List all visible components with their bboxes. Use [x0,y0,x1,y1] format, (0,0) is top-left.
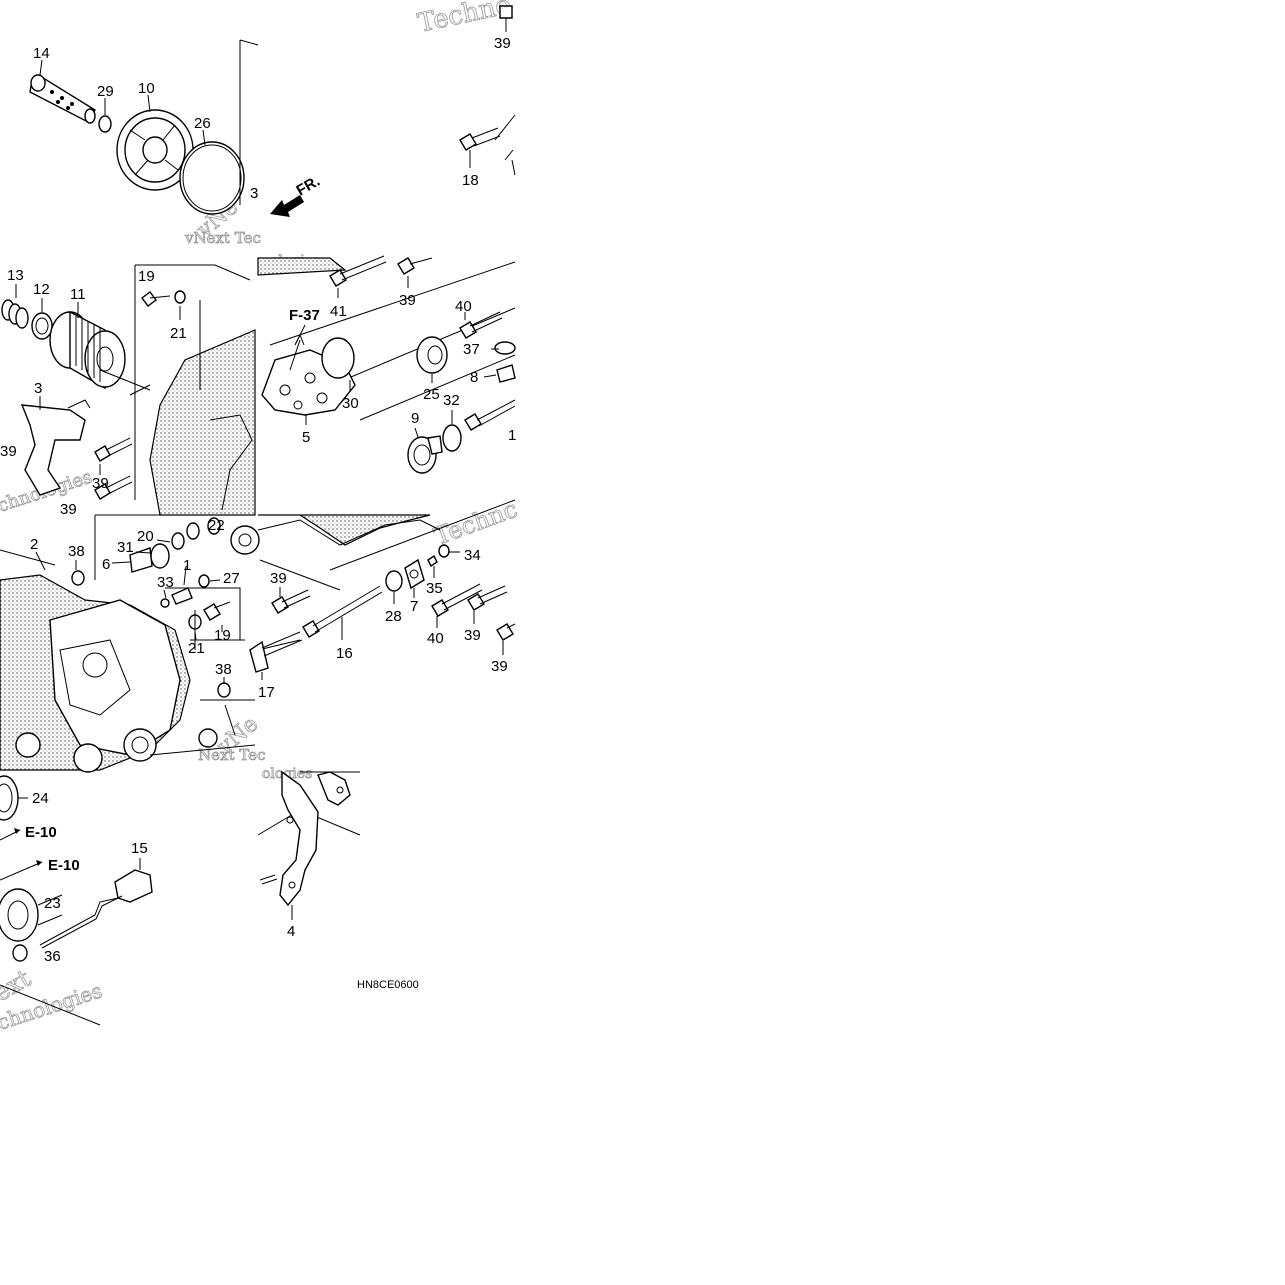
part-number-label: 39 [494,35,511,52]
part-number-label: 9 [411,410,419,427]
part-number-label: 17 [258,684,275,701]
part-number-label: 20 [137,528,154,545]
tile-lower-left: 2 38 6 31 20 22 1 33 27 21 19 38 [0,514,260,773]
part-number-label: 28 [385,608,402,625]
part-number-label: 38 [215,661,232,678]
diagram-code: HN8CE0600 [357,979,419,991]
direction-label: FR. [294,173,323,200]
part-number-label: 4 [287,923,295,940]
filter-cover-part [116,109,194,191]
watermark-text: Techno [415,0,514,39]
part-number-label: 14 [33,45,50,62]
part-number-label: 1 [508,427,516,444]
tile-mid-left: 13 12 11 19 21 3 39 39 39 [0,264,256,518]
part-number-label: 27 [223,570,240,587]
part-number-label: 24 [32,790,49,807]
tile-top-middle: 39 18 [459,5,516,189]
part-number-label: 39 [92,475,109,492]
part-number-label: 39 [270,570,287,587]
dipstick-part [39,858,153,949]
oil-filter-part [49,310,126,390]
part-number-label: 36 [44,948,61,965]
part-number-label: 41 [330,303,347,320]
front-direction-arrow: FR. [270,173,323,217]
part-number-label: 39 [399,292,416,309]
part-number-label: 39 [491,658,508,675]
part-number-label: 1 [183,557,191,574]
tile-bottom-middle: 4 HN8CE0600 [257,770,419,991]
part-number-label: 19 [214,627,231,644]
part-number-label: 11 [70,286,86,303]
watermark-text: ologies [262,766,312,782]
part-number-label: 7 [410,598,418,615]
part-number-label: 25 [423,386,440,403]
part-number-label: 3 [34,380,42,397]
part-number-label: 13 [7,267,24,284]
reference-label: E-10 [48,857,80,874]
part-number-label: 5 [302,429,310,446]
part-number-label: 2 [30,536,38,553]
part-number-label: 15 [131,840,148,857]
watermark-text: vNext Tec [184,229,261,247]
reference-label: E-10 [25,824,57,841]
part-number-label: 3 [250,185,258,202]
part-number-label: 38 [68,543,85,560]
pump-gear-part [407,435,443,474]
part-number-label: 39 [0,443,17,460]
part-number-label: 32 [443,392,460,409]
part-number-label: 40 [455,298,472,315]
tile-lower-middle: 39 16 28 7 35 34 40 39 39 17 [249,499,516,701]
part-number-label: 10 [138,80,155,97]
part-number-label: 18 [462,172,479,189]
part-number-label: 6 [102,556,110,573]
part-number-label: 40 [427,630,444,647]
part-number-label: 12 [33,281,50,298]
part-number-label: 39 [60,501,77,518]
part-number-label: 39 [464,627,481,644]
part-number-label: 33 [157,574,174,591]
tile-top-left: FR. 14 29 10 26 3 [29,39,323,217]
part-number-label: 29 [97,83,114,100]
part-number-label: 23 [44,895,61,912]
part-number-label: 21 [188,640,205,657]
stay-bracket-part [279,770,351,907]
part-number-label: 22 [208,517,225,534]
tile-mid-middle: 41 39 40 37 8 1 F-37 30 25 32 9 5 [257,255,516,474]
tile-bottom-left: 24 E-10 E-10 15 23 36 [0,775,153,1026]
washer-part [98,115,112,133]
part-number-label: 19 [138,268,155,285]
o-ring-part [179,141,245,215]
reference-label: F-37 [289,307,320,324]
strainer-screen-part [404,558,425,590]
part-number-label: 34 [464,547,481,564]
part-number-label: 31 [117,539,134,556]
part-number-label: 35 [426,580,443,597]
part-number-label: 16 [336,645,353,662]
strainer-part [29,74,96,124]
bolt-part [459,127,501,168]
part-number-label: 21 [170,325,187,342]
part-number-label: 30 [342,395,359,412]
watermark-text: Next Tec [198,746,265,764]
part-number-label: 37 [463,341,480,358]
part-number-label: 8 [470,369,478,386]
part-number-label: 26 [194,115,211,132]
